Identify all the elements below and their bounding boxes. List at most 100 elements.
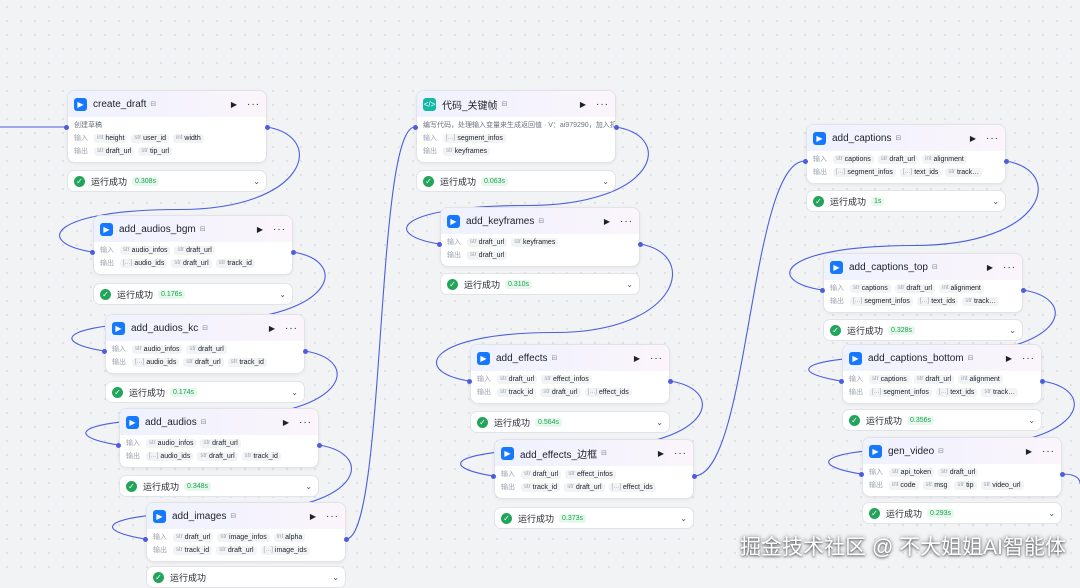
- chevron-down-icon[interactable]: ⌄: [253, 176, 260, 186]
- input-port[interactable]: [437, 242, 442, 247]
- edge-connection[interactable]: [436, 243, 674, 382]
- chevron-down-icon[interactable]: ⌄: [680, 513, 687, 523]
- play-icon[interactable]: ▶: [1005, 353, 1012, 363]
- input-port[interactable]: [820, 288, 825, 293]
- output-port[interactable]: [614, 125, 619, 130]
- input-port[interactable]: [859, 472, 864, 477]
- input-port[interactable]: [102, 349, 107, 354]
- more-icon[interactable]: ···: [596, 98, 609, 110]
- output-port[interactable]: [638, 242, 643, 247]
- play-icon[interactable]: ▶: [309, 511, 316, 521]
- chevron-down-icon[interactable]: ⌄: [305, 481, 312, 491]
- run-status-bar[interactable]: ✓运行成功⌄: [146, 566, 346, 588]
- edge-connection[interactable]: [693, 160, 806, 477]
- input-port[interactable]: [839, 379, 844, 384]
- output-port[interactable]: [1004, 159, 1009, 164]
- node-card[interactable]: </>代码_关键帧⊟▶···编写代码，处理输入变量来生成返回值 · V：ai97…: [416, 90, 616, 163]
- edge-connection[interactable]: [59, 126, 300, 253]
- output-port[interactable]: [692, 474, 697, 479]
- play-icon[interactable]: ▶: [268, 323, 275, 333]
- more-icon[interactable]: ···: [326, 510, 339, 522]
- more-icon[interactable]: ···: [1042, 445, 1055, 457]
- output-port[interactable]: [303, 349, 308, 354]
- output-port[interactable]: [668, 379, 673, 384]
- play-icon[interactable]: ▶: [256, 224, 263, 234]
- more-icon[interactable]: ···: [674, 447, 687, 459]
- input-port[interactable]: [413, 125, 418, 130]
- input-port[interactable]: [143, 537, 148, 542]
- edge-connection[interactable]: [789, 160, 1039, 291]
- play-icon[interactable]: ▶: [657, 448, 664, 458]
- output-port[interactable]: [1060, 472, 1065, 477]
- chevron-down-icon[interactable]: ⌄: [656, 417, 663, 427]
- output-port[interactable]: [265, 125, 270, 130]
- output-port[interactable]: [344, 537, 349, 542]
- more-icon[interactable]: ···: [273, 223, 286, 235]
- more-icon[interactable]: ···: [620, 215, 633, 227]
- chevron-down-icon[interactable]: ⌄: [602, 176, 609, 186]
- input-port[interactable]: [116, 443, 121, 448]
- chevron-down-icon[interactable]: ⌄: [1009, 325, 1016, 335]
- more-icon[interactable]: ···: [1003, 261, 1016, 273]
- input-port[interactable]: [467, 379, 472, 384]
- input-port[interactable]: [90, 250, 95, 255]
- edge-end[interactable]: [1061, 473, 1080, 484]
- play-icon[interactable]: ▶: [969, 133, 976, 143]
- more-icon[interactable]: ···: [299, 416, 312, 428]
- play-icon[interactable]: ▶: [579, 99, 586, 109]
- play-icon[interactable]: ▶: [1025, 446, 1032, 456]
- chevron-down-icon[interactable]: ⌄: [1028, 415, 1035, 425]
- more-icon[interactable]: ···: [247, 98, 260, 110]
- input-port[interactable]: [64, 125, 69, 130]
- more-icon[interactable]: ···: [650, 352, 663, 364]
- play-icon[interactable]: ▶: [986, 262, 993, 272]
- play-icon[interactable]: ▶: [230, 99, 237, 109]
- edge-connection[interactable]: [345, 126, 416, 540]
- edge-connection[interactable]: [406, 126, 649, 245]
- more-icon[interactable]: ···: [986, 132, 999, 144]
- chevron-down-icon[interactable]: ⌄: [279, 289, 286, 299]
- input-label: 输入: [126, 440, 140, 447]
- output-port[interactable]: [317, 443, 322, 448]
- chevron-down-icon[interactable]: ⌄: [291, 387, 298, 397]
- chevron-down-icon[interactable]: ⌄: [332, 572, 339, 582]
- output-port[interactable]: [1040, 379, 1045, 384]
- output-port[interactable]: [291, 250, 296, 255]
- play-icon[interactable]: ▶: [603, 216, 610, 226]
- more-icon[interactable]: ···: [1022, 352, 1035, 364]
- play-icon[interactable]: ▶: [633, 353, 640, 363]
- more-icon[interactable]: ···: [285, 322, 298, 334]
- input-port[interactable]: [803, 159, 808, 164]
- chevron-down-icon[interactable]: ⌄: [992, 196, 999, 206]
- chevron-down-icon[interactable]: ⌄: [626, 279, 633, 289]
- input-port[interactable]: [491, 474, 496, 479]
- play-icon[interactable]: ▶: [282, 417, 289, 427]
- output-port[interactable]: [1021, 288, 1026, 293]
- chevron-down-icon[interactable]: ⌄: [1048, 508, 1055, 518]
